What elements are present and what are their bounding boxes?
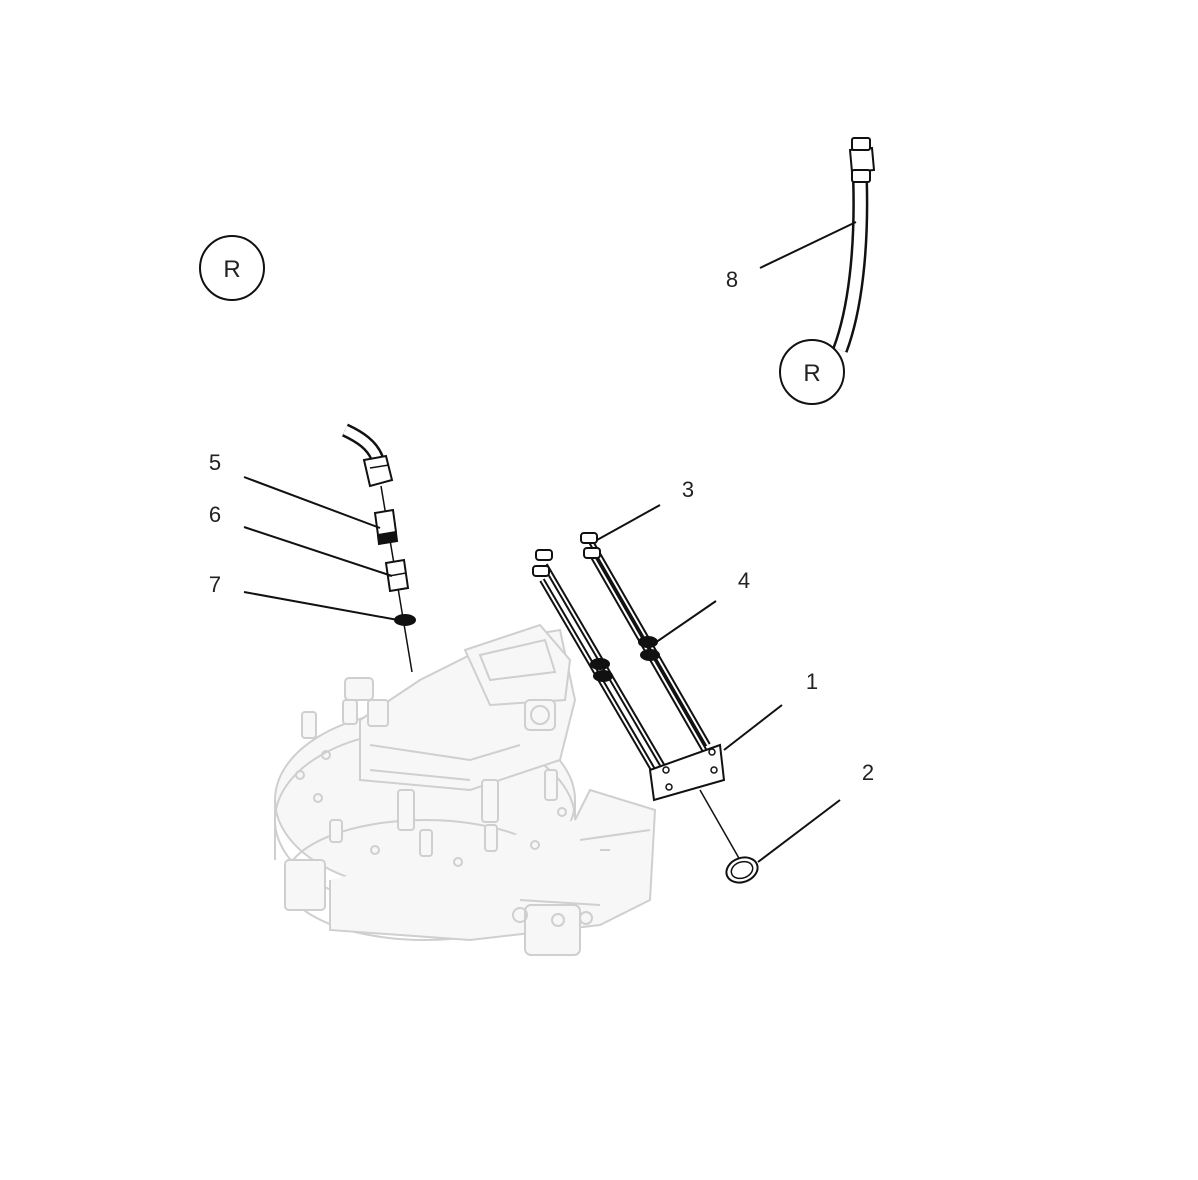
- leader-2: [757, 799, 841, 863]
- hose-8: [832, 137, 876, 353]
- left-hose-assembly: [222, 298, 413, 673]
- leader-6: [243, 526, 393, 577]
- callout-6: 6: [209, 502, 221, 527]
- callout-4: 4: [738, 568, 750, 593]
- leader-1: [723, 704, 783, 751]
- callout-1: 1: [806, 669, 818, 694]
- leader-5: [243, 476, 381, 529]
- flange-studs: [295, 699, 567, 867]
- ref-circle-left-label: R: [223, 256, 240, 283]
- callout-labels: 5 6 7 3 4 1 2 8: [209, 267, 874, 785]
- ref-circle-left: R: [199, 235, 265, 301]
- leader-7: [243, 591, 399, 621]
- base-assembly-ghost: [274, 623, 657, 956]
- bracket-assembly: [532, 532, 759, 884]
- callout-7: 7: [209, 572, 221, 597]
- leader-4: [651, 600, 717, 646]
- callout-2: 2: [862, 760, 874, 785]
- leader-3: [596, 504, 661, 541]
- leader-lines: [243, 221, 857, 863]
- callout-5: 5: [209, 450, 221, 475]
- leader-8: [759, 221, 857, 269]
- callout-8: 8: [726, 267, 738, 292]
- ref-circle-right-label: R: [803, 360, 820, 387]
- ref-circle-right: R: [779, 339, 845, 405]
- callout-3: 3: [682, 477, 694, 502]
